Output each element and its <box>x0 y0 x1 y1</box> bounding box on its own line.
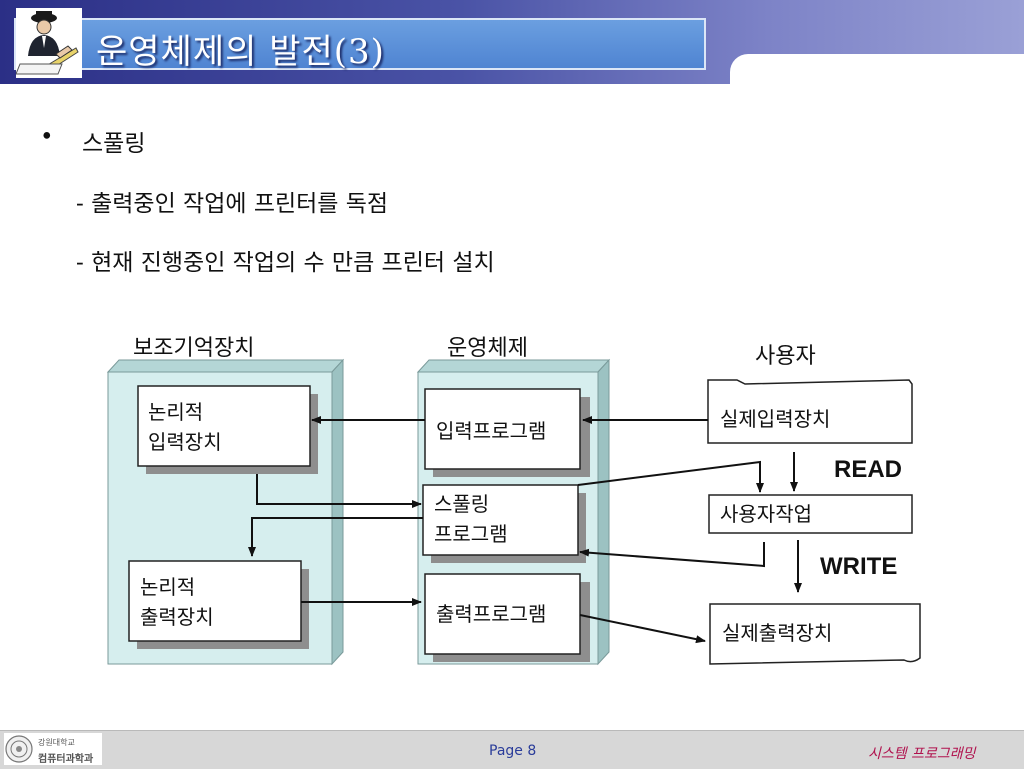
logo-text-university: 강원대학교 <box>38 738 75 747</box>
logical-output-box <box>128 560 302 642</box>
logical-output-label-2: 출력장치 <box>140 605 214 629</box>
course-name: 시스템 프로그래밍 <box>868 746 976 762</box>
logical-input-label-1: 논리적 <box>148 400 204 424</box>
bullet-symbol: • <box>40 124 54 150</box>
flow-arrows <box>248 416 802 644</box>
logo-text-department: 컴퓨터과학과 <box>38 754 94 765</box>
header-tab-decoration <box>730 54 1024 94</box>
real-input-label: 실제입력장치 <box>720 407 831 431</box>
logical-output-label-1: 논리적 <box>140 575 196 599</box>
body-line-2: - 현재 진행중인 작업의 수 만큼 프린터 설치 <box>76 250 495 276</box>
real-output-device-shape <box>709 603 921 665</box>
spooling-program-label-1: 스풀링 <box>434 492 490 516</box>
input-program-label: 입력프로그램 <box>436 419 547 443</box>
output-program-label: 출력프로그램 <box>436 602 547 626</box>
real-input-device-shape <box>707 379 913 444</box>
storage-column-label: 보조기억장치 <box>133 336 255 361</box>
presenter-icon <box>15 8 82 78</box>
os-column-label: 운영체제 <box>447 336 528 361</box>
user-job-box <box>708 494 913 534</box>
bullet-title: 스풀링 <box>82 131 146 157</box>
spooling-program-label-2: 프로그램 <box>434 522 508 546</box>
real-output-label: 실제출력장치 <box>722 621 833 645</box>
body-line-1: - 출력중인 작업에 프린터를 독점 <box>76 191 389 217</box>
user-column-label: 사용자 <box>755 344 816 369</box>
footer-bar <box>0 730 1024 769</box>
page-number: Page 8 <box>489 743 537 759</box>
read-label: READ <box>834 456 903 483</box>
write-label: WRITE <box>820 553 898 580</box>
title-box <box>14 18 706 70</box>
page-title: 운영체제의 발전(3) <box>96 32 385 72</box>
spooling-program-box <box>422 484 579 556</box>
logical-input-box <box>137 385 311 467</box>
user-job-label: 사용자작업 <box>720 502 812 526</box>
university-logo <box>4 733 102 765</box>
logical-input-label-2: 입력장치 <box>148 430 222 454</box>
input-program-box <box>424 388 581 470</box>
output-program-box <box>424 573 581 655</box>
